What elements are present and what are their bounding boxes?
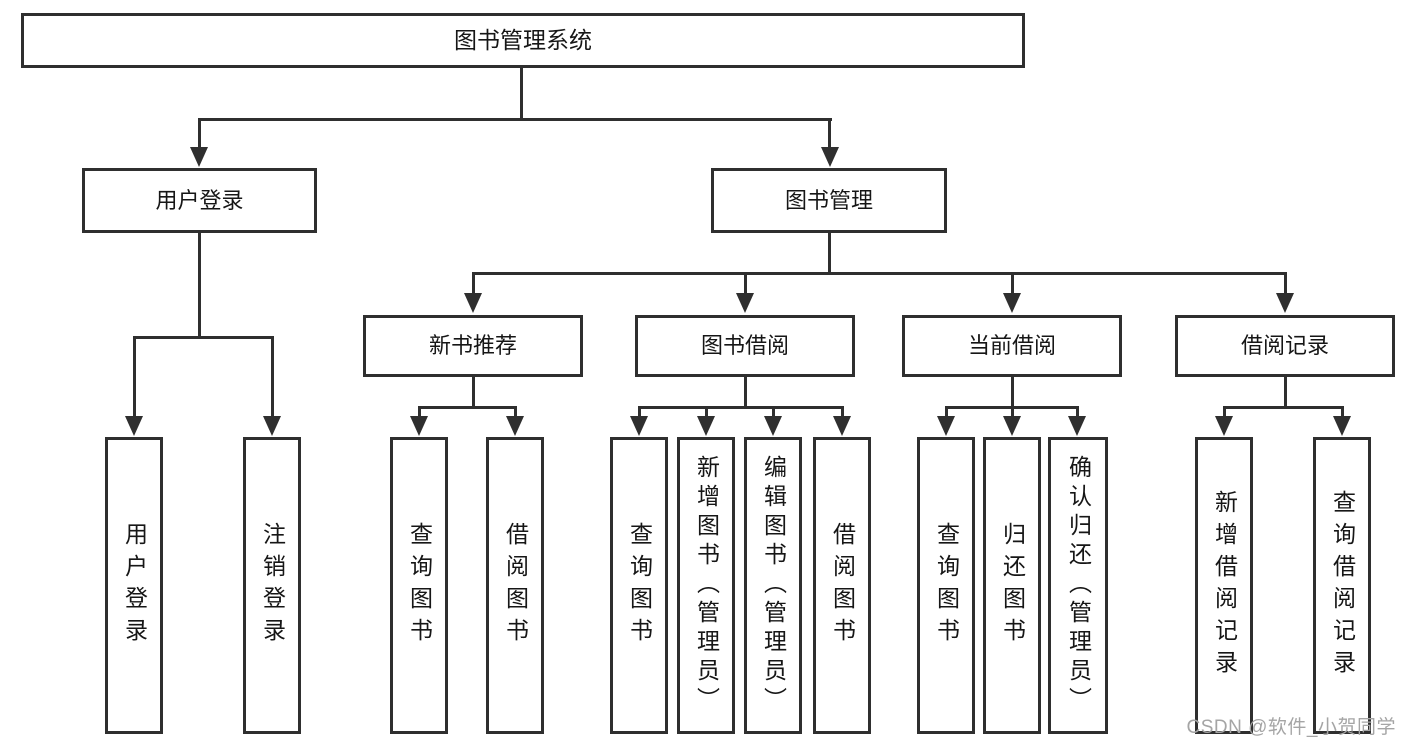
connector-group-horizontal bbox=[418, 406, 517, 409]
arrowhead-down bbox=[464, 293, 482, 313]
arrowhead-down bbox=[506, 416, 524, 436]
connector-stem bbox=[472, 377, 475, 409]
connector-stem bbox=[1011, 377, 1014, 409]
leaf-newbook-borrow-books: 借阅图书 bbox=[486, 437, 544, 734]
connector-stem bbox=[945, 406, 948, 420]
leaf-logout-login: 注销登录 bbox=[243, 437, 301, 734]
leaf-borrow-borrow-books: 借阅图书 bbox=[813, 437, 871, 734]
connector-stem bbox=[418, 406, 421, 420]
arrowhead-down bbox=[764, 416, 782, 436]
connector-stem bbox=[744, 272, 747, 296]
leaf-borrow-edit-books-admin: 编辑图书（管理员） bbox=[744, 437, 802, 734]
arrowhead-down bbox=[1003, 293, 1021, 313]
connector-stem bbox=[472, 272, 475, 296]
node-library-management-system: 图书管理系统 bbox=[21, 13, 1025, 68]
connector-stem bbox=[198, 118, 201, 150]
connector-stem bbox=[705, 406, 708, 420]
arrowhead-down bbox=[630, 416, 648, 436]
connector-stem bbox=[828, 118, 831, 150]
connector-stem bbox=[1011, 272, 1014, 296]
leaf-current-confirm-return-admin: 确认归还（管理员） bbox=[1048, 437, 1108, 734]
connector-stem bbox=[1284, 272, 1287, 296]
connector-stem bbox=[1223, 406, 1226, 420]
node-book-borrow: 图书借阅 bbox=[635, 315, 855, 377]
arrowhead-down bbox=[937, 416, 955, 436]
arrowhead-down bbox=[125, 416, 143, 436]
connector-level1-horizontal bbox=[198, 118, 832, 121]
leaf-records-query-borrow-record: 查询借阅记录 bbox=[1313, 437, 1371, 734]
connector-stem bbox=[1076, 406, 1079, 420]
connector-stem bbox=[638, 406, 641, 420]
connector-stem bbox=[514, 406, 517, 420]
connector-stem bbox=[271, 336, 274, 420]
connector-stem bbox=[744, 377, 747, 409]
leaf-current-query-books: 查询图书 bbox=[917, 437, 975, 734]
connector-user-login-stem bbox=[198, 233, 201, 339]
connector-root-stem bbox=[520, 68, 523, 120]
node-new-book-recommend: 新书推荐 bbox=[363, 315, 583, 377]
leaf-user-login: 用户登录 bbox=[105, 437, 163, 734]
connector-group-horizontal bbox=[1223, 406, 1344, 409]
arrowhead-down bbox=[190, 147, 208, 167]
leaf-borrow-query-books: 查询图书 bbox=[610, 437, 668, 734]
arrowhead-down bbox=[1333, 416, 1351, 436]
connector-user-login-horizontal bbox=[133, 336, 273, 339]
connector-stem bbox=[1284, 377, 1287, 409]
connector-stem bbox=[133, 336, 136, 420]
connector-group-horizontal bbox=[638, 406, 844, 409]
connector-stem bbox=[1011, 406, 1014, 420]
arrowhead-down bbox=[410, 416, 428, 436]
csdn-watermark: CSDN @软件_小贺同学 bbox=[1186, 717, 1396, 738]
arrowhead-down bbox=[1215, 416, 1233, 436]
node-borrow-records: 借阅记录 bbox=[1175, 315, 1395, 377]
leaf-current-return-books: 归还图书 bbox=[983, 437, 1041, 734]
arrowhead-down bbox=[821, 147, 839, 167]
node-user-login: 用户登录 bbox=[82, 168, 317, 233]
node-current-borrow: 当前借阅 bbox=[902, 315, 1122, 377]
node-book-management: 图书管理 bbox=[711, 168, 947, 233]
leaf-records-add-borrow-record: 新增借阅记录 bbox=[1195, 437, 1253, 734]
arrowhead-down bbox=[736, 293, 754, 313]
connector-stem bbox=[772, 406, 775, 420]
leaf-borrow-add-books-admin: 新增图书（管理员） bbox=[677, 437, 735, 734]
arrowhead-down bbox=[263, 416, 281, 436]
connector-stem bbox=[841, 406, 844, 420]
connector-book-mgmt-stem bbox=[828, 233, 831, 275]
arrowhead-down bbox=[1068, 416, 1086, 436]
arrowhead-down bbox=[1276, 293, 1294, 313]
arrowhead-down bbox=[833, 416, 851, 436]
connector-level2-horizontal bbox=[472, 272, 1287, 275]
connector-stem bbox=[1341, 406, 1344, 420]
arrowhead-down bbox=[1003, 416, 1021, 436]
arrowhead-down bbox=[697, 416, 715, 436]
leaf-newbook-query-books: 查询图书 bbox=[390, 437, 448, 734]
